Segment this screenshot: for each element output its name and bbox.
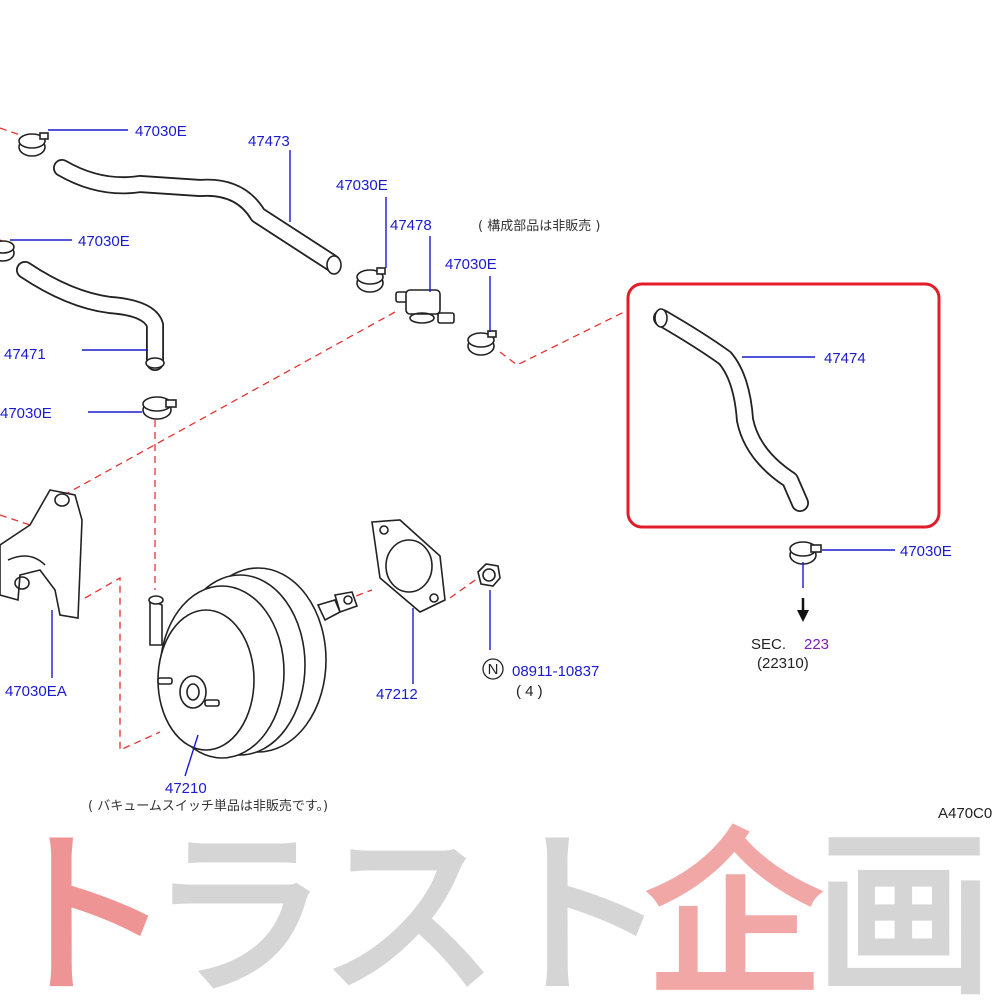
hose-clamp-icon <box>356 267 386 293</box>
hose-clamp-icon <box>0 240 15 262</box>
check-valve-icon <box>395 289 455 324</box>
label-47030e-mid: 47030E <box>336 177 388 194</box>
label-47474: 47474 <box>824 350 866 367</box>
section-label: SEC. <box>751 636 786 653</box>
watermark-red-text: ト <box>0 813 172 1000</box>
leader-lines <box>10 129 895 777</box>
arrow-down-icon <box>797 598 809 622</box>
nut-icon <box>477 563 501 587</box>
gasket-icon <box>371 519 446 613</box>
watermark-gray-text-2: ス <box>320 813 498 1000</box>
nut-code: 08911-10837 <box>512 663 599 680</box>
label-47210: 47210 <box>165 780 207 797</box>
hose-47473 <box>53 159 342 275</box>
label-47030ea: 47030EA <box>5 683 67 700</box>
label-47030e-clip: 47030E <box>0 405 52 422</box>
watermark-gray-text-1: ラ <box>150 813 328 1000</box>
note-not-sold: ( 構成部品は非販売 ) <box>478 218 600 234</box>
section-sub-number: (22310) <box>757 655 809 672</box>
label-47478: 47478 <box>390 217 432 234</box>
label-47212: 47212 <box>376 686 418 703</box>
diagram-code: A470C0 <box>938 805 992 822</box>
highlight-box <box>626 282 941 529</box>
watermark: ト ラ ス ト 企 画 <box>0 813 993 1000</box>
note-vacuum-switch: ( バキュームスイッチ単品は非販売です。) <box>88 798 328 814</box>
hose-clamp-icon <box>142 396 177 420</box>
label-47030e-left: 47030E <box>78 233 130 250</box>
label-47473: 47473 <box>248 133 290 150</box>
hose-47471 <box>16 261 165 371</box>
watermark-red-text-2: 企 <box>645 813 824 1000</box>
watermark-gray-text-4: 画 <box>815 813 993 1000</box>
label-47471: 47471 <box>4 346 46 363</box>
section-number: 223 <box>804 636 829 653</box>
nut-quantity: ( 4 ) <box>516 683 543 700</box>
bracket-icon <box>0 489 83 619</box>
hose-47474 <box>653 308 809 512</box>
brake-booster-icon <box>148 567 359 759</box>
hose-clamp-icon <box>467 330 497 356</box>
label-47030e-right-small: 47030E <box>445 256 497 273</box>
nut-symbol-circle <box>482 658 504 680</box>
hose-clamp-icon <box>18 132 49 157</box>
hose-clamp-icon <box>789 541 822 565</box>
nut-symbol: N <box>488 661 499 678</box>
label-47030e-lower-right: 47030E <box>900 543 952 560</box>
label-47030e-top: 47030E <box>135 123 187 140</box>
watermark-gray-text-3: ト <box>490 813 668 1000</box>
